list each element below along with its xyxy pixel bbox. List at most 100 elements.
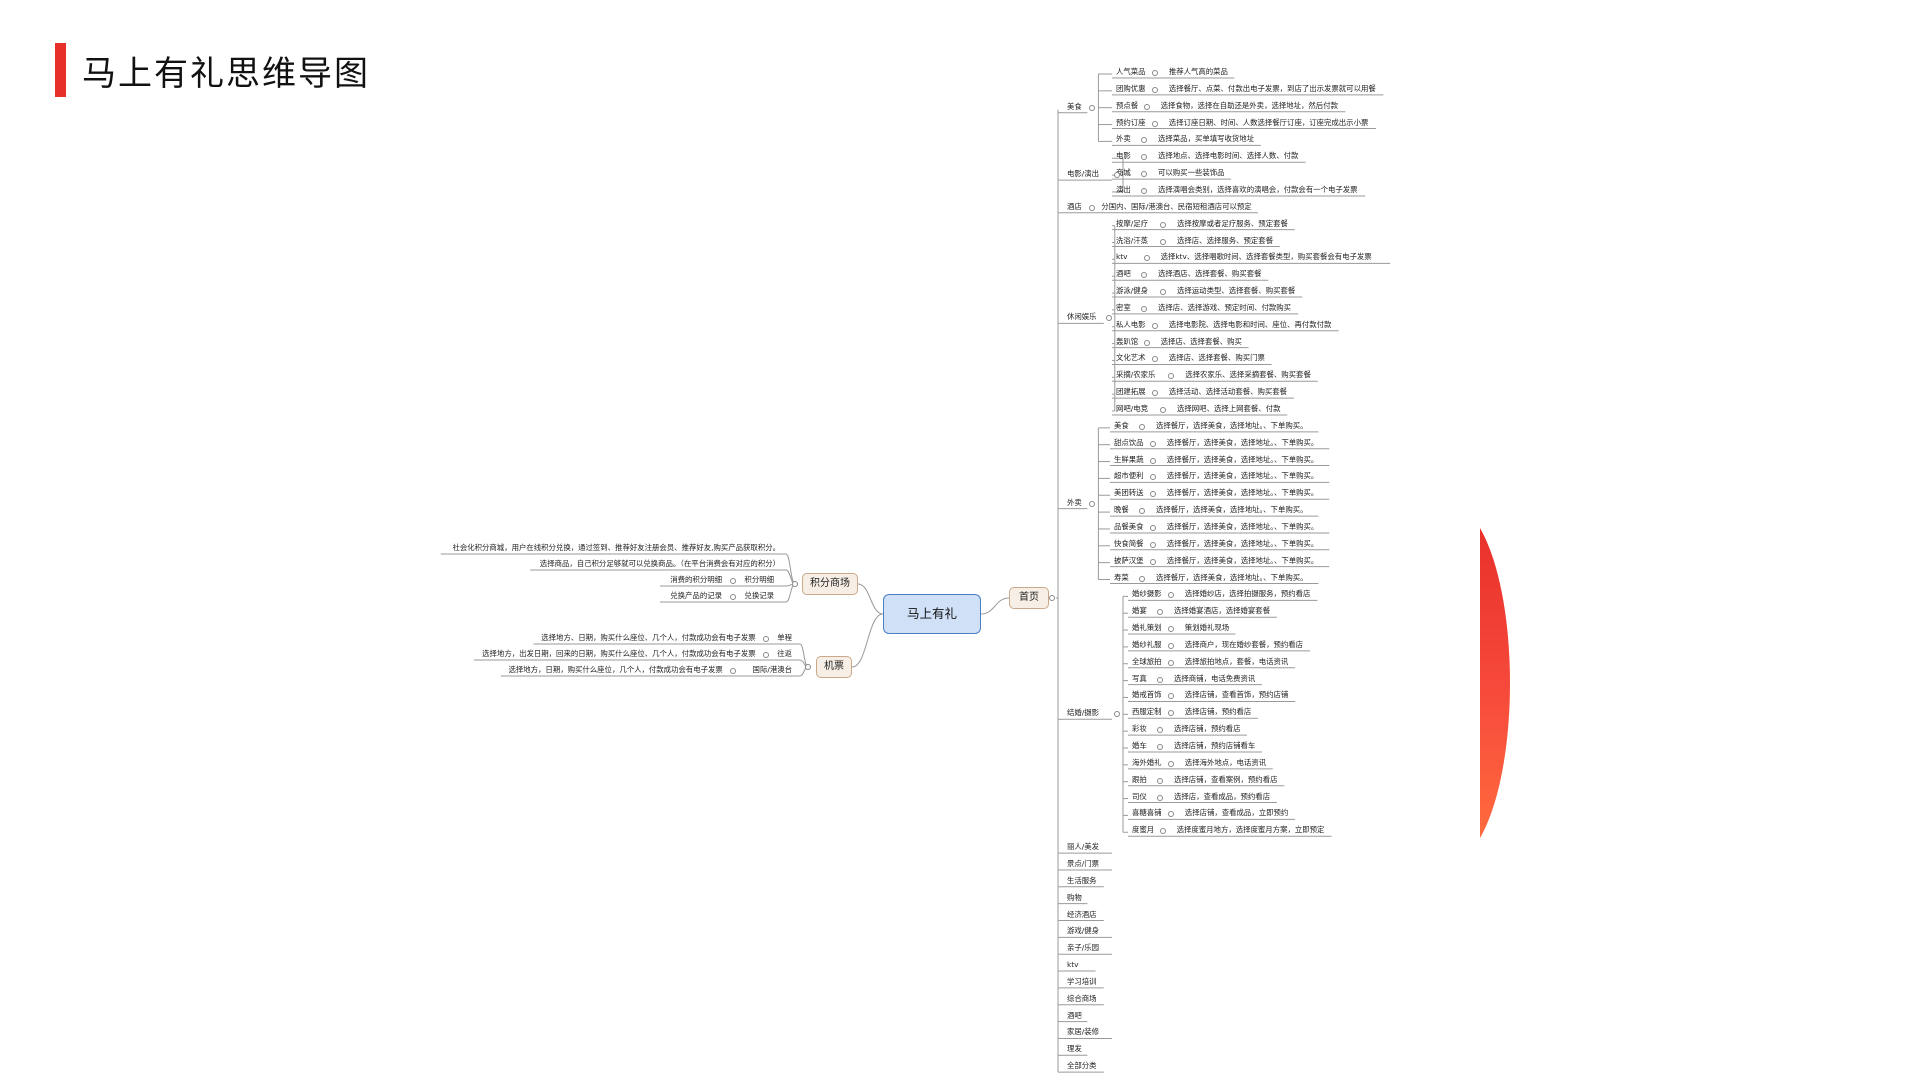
connector-root-points: [857, 583, 884, 615]
collapse-dot-icon[interactable]: [1167, 710, 1174, 717]
collapse-dot-icon[interactable]: [1141, 305, 1147, 312]
collapse-dot-icon[interactable]: [1089, 104, 1096, 111]
branch-home[interactable]: 首页: [1009, 587, 1049, 609]
leaf-key: 洗浴/汗蒸: [1116, 235, 1149, 245]
collapse-dot-icon[interactable]: [1159, 828, 1166, 835]
collapse-dot-icon[interactable]: [730, 594, 736, 600]
collapse-dot-icon[interactable]: [1089, 204, 1096, 211]
collapse-dot-icon[interactable]: [1149, 558, 1156, 565]
collapse-dot-icon[interactable]: [1149, 474, 1156, 481]
leaf-key: 超市便利: [1114, 471, 1144, 481]
leaf-key: 团购优惠: [1116, 83, 1146, 93]
collapse-dot-icon[interactable]: [1157, 609, 1163, 616]
collapse-dot-icon[interactable]: [1143, 339, 1150, 346]
leaf-text: 选择海外地点，电话资讯: [1184, 757, 1267, 767]
collapse-dot-icon[interactable]: [1151, 390, 1158, 397]
collapse-dot-icon[interactable]: [1157, 676, 1163, 683]
leaf-text: 选择餐厅，选择美食，选择地址。、下单购买。: [1166, 471, 1319, 481]
collapse-dot-icon[interactable]: [792, 581, 798, 587]
category-label: 经济酒店: [1067, 909, 1097, 919]
collapse-dot-icon[interactable]: [1149, 457, 1156, 464]
root-node[interactable]: 马上有礼: [883, 594, 981, 634]
leaf-text: 选择订座日期、时间、人数选择餐厅订座，订座完成出示小票: [1168, 117, 1369, 127]
category-label: 美食: [1067, 101, 1082, 111]
collapse-dot-icon[interactable]: [1139, 423, 1145, 430]
leaf-key: 私人电影: [1116, 319, 1146, 329]
collapse-dot-icon[interactable]: [1167, 693, 1174, 700]
collapse-dot-icon[interactable]: [1114, 172, 1120, 179]
leaf-text: 选择运动类型、选择套餐、购买套餐: [1177, 286, 1296, 296]
leaf-key: 按摩/足疗: [1116, 218, 1149, 228]
category-label: 生活服务: [1067, 875, 1097, 885]
leaf-key: 全球旅拍: [1132, 656, 1162, 666]
collapse-dot-icon[interactable]: [1141, 272, 1147, 279]
collapse-dot-icon[interactable]: [1114, 711, 1120, 718]
branch-points-mall[interactable]: 积分商场: [802, 573, 858, 595]
leaf-key: 游泳/健身: [1116, 286, 1149, 296]
collapse-dot-icon[interactable]: [1049, 595, 1055, 601]
collapse-dot-icon[interactable]: [1141, 154, 1147, 161]
leaf-key: 写真: [1132, 673, 1147, 683]
collapse-dot-icon[interactable]: [1143, 103, 1150, 110]
collapse-dot-icon[interactable]: [1167, 811, 1174, 818]
category-text: 分国内、国际/港澳台、民宿短租酒店可以预定: [1101, 201, 1252, 211]
collapse-dot-icon[interactable]: [730, 578, 736, 584]
collapse-dot-icon[interactable]: [1151, 356, 1158, 363]
category-label: 景点/门票: [1067, 858, 1100, 868]
collapse-dot-icon[interactable]: [1160, 289, 1166, 296]
leaf-text: 选择店、选择套餐、购买门票: [1168, 353, 1265, 363]
collapse-dot-icon[interactable]: [1105, 315, 1112, 322]
collapse-dot-icon[interactable]: [1151, 322, 1158, 329]
leaf-key: 预点餐: [1116, 100, 1139, 110]
leaf-text: 选择酒店、选择套餐、购买套餐: [1158, 269, 1262, 279]
collapse-dot-icon[interactable]: [1167, 760, 1174, 767]
collapse-dot-icon[interactable]: [1149, 491, 1156, 498]
collapse-dot-icon[interactable]: [1089, 500, 1096, 507]
collapse-dot-icon[interactable]: [1143, 255, 1150, 262]
leaf-text: 选择餐厅、点菜、付款出电子发票，到店了出示发票就可以用餐: [1168, 83, 1376, 93]
collapse-dot-icon[interactable]: [1151, 120, 1158, 127]
collapse-dot-icon[interactable]: [1151, 86, 1158, 93]
leaf-key: 酒吧: [1116, 269, 1131, 279]
collapse-dot-icon[interactable]: [1141, 187, 1147, 194]
collapse-dot-icon[interactable]: [1157, 777, 1163, 784]
collapse-dot-icon[interactable]: [1141, 137, 1147, 144]
category-label: 亲子/乐园: [1067, 943, 1100, 953]
leaf-text: 选择店铺，预约店铺看车: [1174, 741, 1256, 750]
collapse-dot-icon[interactable]: [1167, 626, 1174, 633]
collapse-dot-icon[interactable]: [1160, 221, 1166, 228]
collapse-dot-icon[interactable]: [1157, 794, 1163, 801]
connector-root-home: [980, 597, 1010, 615]
collapse-dot-icon[interactable]: [1151, 70, 1158, 76]
collapse-dot-icon[interactable]: [1149, 524, 1156, 531]
collapse-dot-icon[interactable]: [1167, 592, 1174, 599]
leaf-key: 外卖: [1116, 134, 1131, 144]
leaf-text: 选择店，查看成品，预约看店: [1174, 791, 1271, 801]
leaf-key: 商城: [1116, 168, 1131, 178]
collapse-dot-icon[interactable]: [1168, 373, 1175, 380]
collapse-dot-icon[interactable]: [1149, 541, 1156, 548]
collapse-dot-icon[interactable]: [762, 652, 769, 658]
branch-flights[interactable]: 机票: [816, 656, 852, 678]
collapse-dot-icon[interactable]: [1157, 727, 1163, 734]
leaf-text: 选择演唱会类别，选择喜欢的演唱会，付款会有一个电子发票: [1158, 184, 1358, 194]
collapse-dot-icon[interactable]: [1167, 642, 1174, 649]
leaf-key: 西服定制: [1132, 707, 1162, 717]
collapse-dot-icon[interactable]: [1167, 659, 1174, 666]
collapse-dot-icon[interactable]: [1157, 744, 1163, 750]
category-label: 购物: [1067, 892, 1082, 902]
leaf-key: 美食: [1114, 420, 1129, 430]
collapse-dot-icon[interactable]: [1160, 407, 1166, 413]
leaf-text: 选择电影院、选择电影和时间、座位、再付款付款: [1168, 319, 1332, 329]
collapse-dot-icon[interactable]: [1139, 508, 1145, 515]
category-label: 酒店: [1067, 201, 1082, 211]
collapse-dot-icon[interactable]: [762, 636, 769, 642]
collapse-dot-icon[interactable]: [805, 664, 811, 670]
collapse-dot-icon[interactable]: [1160, 238, 1166, 245]
collapse-dot-icon[interactable]: [729, 668, 736, 674]
category-label: 学习培训: [1067, 976, 1097, 986]
collapse-dot-icon[interactable]: [1139, 575, 1145, 582]
leaf-text: 选择网吧、选择上网套餐、付款: [1177, 404, 1281, 413]
collapse-dot-icon[interactable]: [1149, 440, 1156, 447]
collapse-dot-icon[interactable]: [1141, 171, 1147, 178]
